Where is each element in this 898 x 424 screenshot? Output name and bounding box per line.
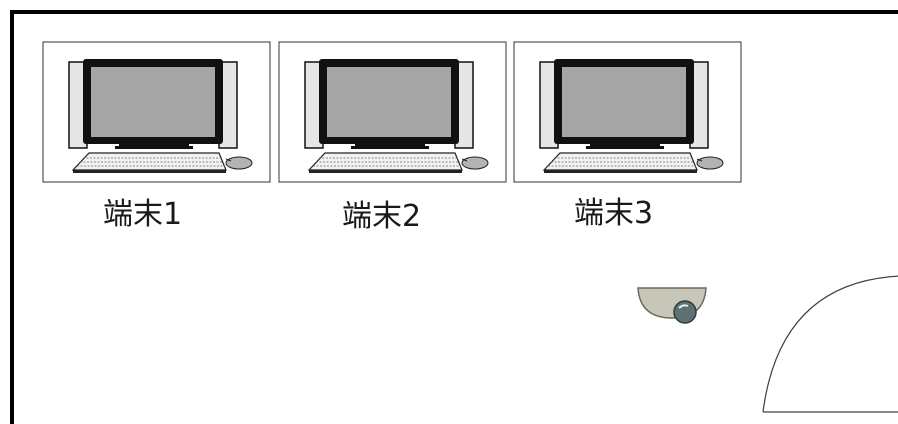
terminal-1-label: 端末1 (103, 197, 183, 232)
camera-icon (637, 287, 707, 324)
terminal-2-label: 端末2 (342, 199, 422, 234)
room-walls (10, 10, 898, 424)
terminal-3-icon (513, 41, 742, 183)
door-swing-arc (762, 275, 898, 413)
terminal-3-label: 端末3 (574, 196, 654, 231)
terminal-2-icon (278, 41, 507, 183)
terminal-1-icon (42, 41, 271, 183)
